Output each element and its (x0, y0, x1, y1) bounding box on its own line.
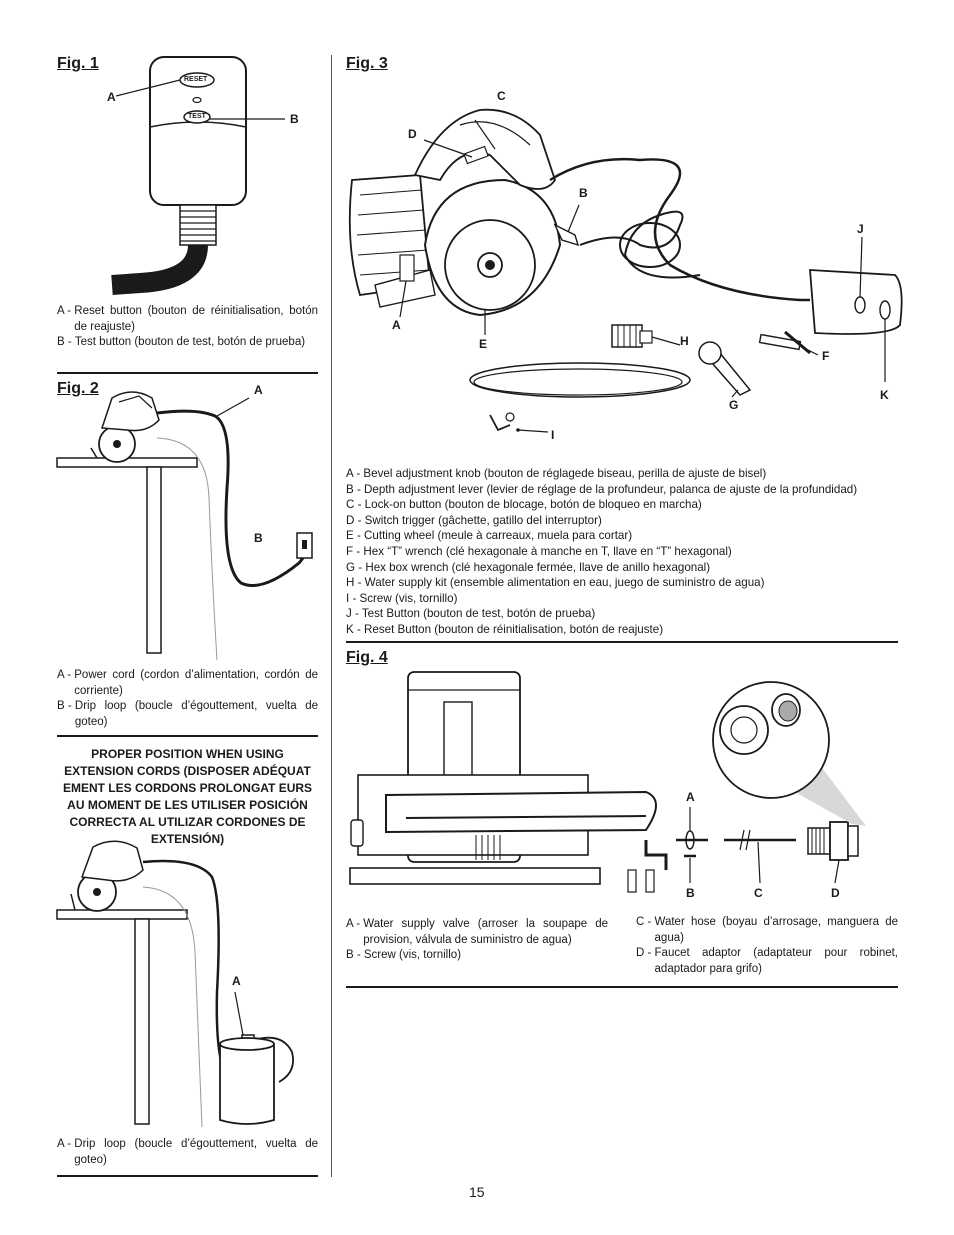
fig3-callout-d: D (408, 127, 417, 141)
extension-cord-warning: PROPER POSITION WHEN USING EXTENSION COR… (62, 747, 313, 846)
ext-legend: A - Drip loop (boucle d’égouttement, vue… (57, 1137, 318, 1168)
ext-callout-a: A (232, 974, 241, 988)
saw-extension-cord-illustration (56, 840, 294, 1128)
legend-item: A - Drip loop (boucle d’égouttement, vue… (57, 1138, 318, 1166)
legend-item: A - Reset button (bouton de réinitialisa… (57, 305, 318, 333)
fig4-legend-right: C - Water hose (boyau d’arrosage, mangue… (636, 915, 898, 977)
fig4-title: Fig. 4 (346, 649, 388, 666)
fig3-callout-i: I (551, 428, 555, 442)
fig3-title: Fig. 3 (346, 55, 388, 72)
column-divider (331, 55, 332, 1177)
fig4-legend-left: A - Water supply valve (arroser la soupa… (346, 917, 608, 964)
legend-item: A - Water supply valve (arroser la soupa… (346, 918, 608, 946)
saw-on-table-power-cord-illustration (56, 391, 313, 661)
fig4-callout-c: C (754, 886, 763, 900)
fig2-callout-b: B (254, 531, 263, 545)
legend-item: F - Hex “T” wrench (clé hexagonale à man… (346, 544, 732, 558)
fig3-legend: A - Bevel adjustment knob (bouton de rég… (346, 466, 898, 638)
legend-item: E - Cutting wheel (meule à carreaux, mue… (346, 529, 633, 543)
divider (346, 986, 898, 988)
legend-item: J - Test Button (bouton de test, botón d… (346, 607, 596, 621)
legend-item: B - Depth adjustment lever (levier de ré… (346, 482, 858, 496)
legend-item: D - Faucet adaptor (adaptateur pour robi… (636, 947, 898, 975)
fig1-callout-b: B (290, 112, 299, 126)
fig4-callout-d: D (831, 886, 840, 900)
page-number: 15 (469, 1184, 485, 1200)
legend-item: K - Reset Button (bouton de réinitialisa… (346, 622, 664, 636)
fig2-title: Fig. 2 (57, 380, 99, 397)
legend-item: C - Lock-on button (bouton de blocage, b… (346, 498, 702, 512)
legend-item: B - Screw (vis, tornillo) (346, 949, 462, 961)
legend-item: D - Switch trigger (gâchette, gatillo de… (346, 513, 602, 527)
water-supply-assembly-illustration (349, 671, 866, 893)
legend-item: B - Drip loop (boucle d’égouttement, vue… (57, 700, 318, 728)
fig2-callout-a: A (254, 383, 263, 397)
fig3-callout-a: A (392, 318, 401, 332)
legend-item: G - Hex box wrench (clé hexagonale fermé… (346, 560, 711, 574)
fig2-legend: A - Power cord (cordon d’alimentation, c… (57, 668, 318, 730)
gfci-plug-illustration (111, 56, 285, 295)
fig4-callout-a: A (686, 790, 695, 804)
fig3-callout-b: B (579, 186, 588, 200)
legend-item: B - Test button (bouton de test, botón d… (57, 336, 306, 348)
fig3-callout-h: H (680, 334, 689, 348)
fig4-callout-b: B (686, 886, 695, 900)
fig1-title: Fig. 1 (57, 55, 99, 72)
legend-item: I - Screw (vis, tornillo) (346, 591, 458, 605)
fig1-legend: A - Reset button (bouton de réinitialisa… (57, 304, 318, 351)
divider (57, 372, 318, 374)
fig1-callout-a: A (107, 90, 116, 104)
fig3-callout-g: G (729, 398, 739, 412)
fig3-callout-e: E (479, 337, 488, 351)
divider (57, 735, 318, 737)
legend-item: C - Water hose (boyau d’arrosage, mangue… (636, 916, 898, 944)
tile-saw-components-illustration (348, 108, 903, 433)
fig3-callout-f: F (822, 349, 830, 363)
legend-item: H - Water supply kit (ensemble alimentat… (346, 576, 765, 590)
legend-item: A - Bevel adjustment knob (bouton de rég… (346, 467, 767, 480)
divider (57, 1175, 318, 1177)
divider (346, 641, 898, 643)
gfci-test-label: TEST (188, 113, 206, 120)
fig3-callout-c: C (497, 89, 506, 103)
fig3-callout-j: J (857, 222, 864, 236)
fig3-callout-k: K (880, 388, 889, 402)
gfci-reset-label: RESET (184, 76, 208, 83)
legend-item: A - Power cord (cordon d’alimentation, c… (57, 669, 318, 697)
